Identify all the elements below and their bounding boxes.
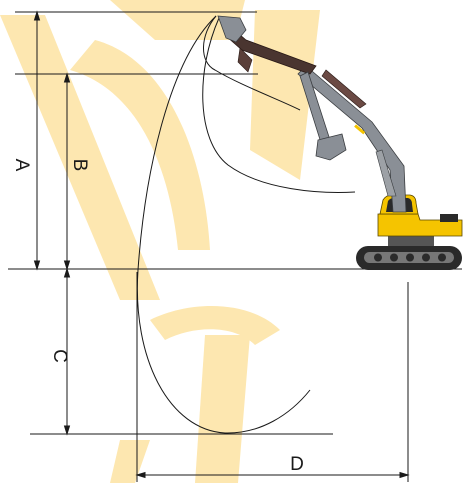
excavator-raised-bucket-curl [237,47,253,73]
excavator-lower-bucket [315,133,347,161]
watermark-stem [195,335,250,483]
label-c: C [49,349,70,363]
excavator-arm-cylinder [321,69,367,109]
dimension-d-arrow-right [399,471,410,479]
dimension-a-arrow-top [33,10,41,21]
excavator-illustration [217,15,463,270]
watermark-left-band [0,15,160,300]
label-b: B [69,159,90,172]
label-a: A [11,159,32,172]
label-d: D [290,454,304,475]
working-envelope [136,15,356,434]
watermark-logo [0,0,320,483]
dimension-a-arrow-bottom [33,260,41,271]
dimension-b-arrow-top [63,72,71,83]
dimension-d-arrow-left [135,471,146,479]
excavator-boom-decal [354,124,366,135]
inner-envelope-curve [202,17,356,193]
dimension-c-arrow-bottom [63,425,71,436]
outer-envelope-curve [136,15,311,434]
excavator-counterweight [440,214,458,222]
excavator-raised-bucket [217,15,247,43]
watermark-swoosh [70,40,210,250]
dimension-b-arrow-bottom [63,260,71,271]
excavator-boom-cylinder [375,149,397,197]
dimension-arrows [33,10,410,479]
dimension-c-arrow-top [63,267,71,278]
dimension-labels: A B C D [11,159,304,475]
excavator-undercarriage [388,236,434,246]
watermark-base [110,440,150,483]
excavator-body [377,213,463,237]
watermark-top-band [110,0,245,40]
bucket-sweep-curve [203,15,301,111]
excavator-track-rollers [374,253,446,262]
